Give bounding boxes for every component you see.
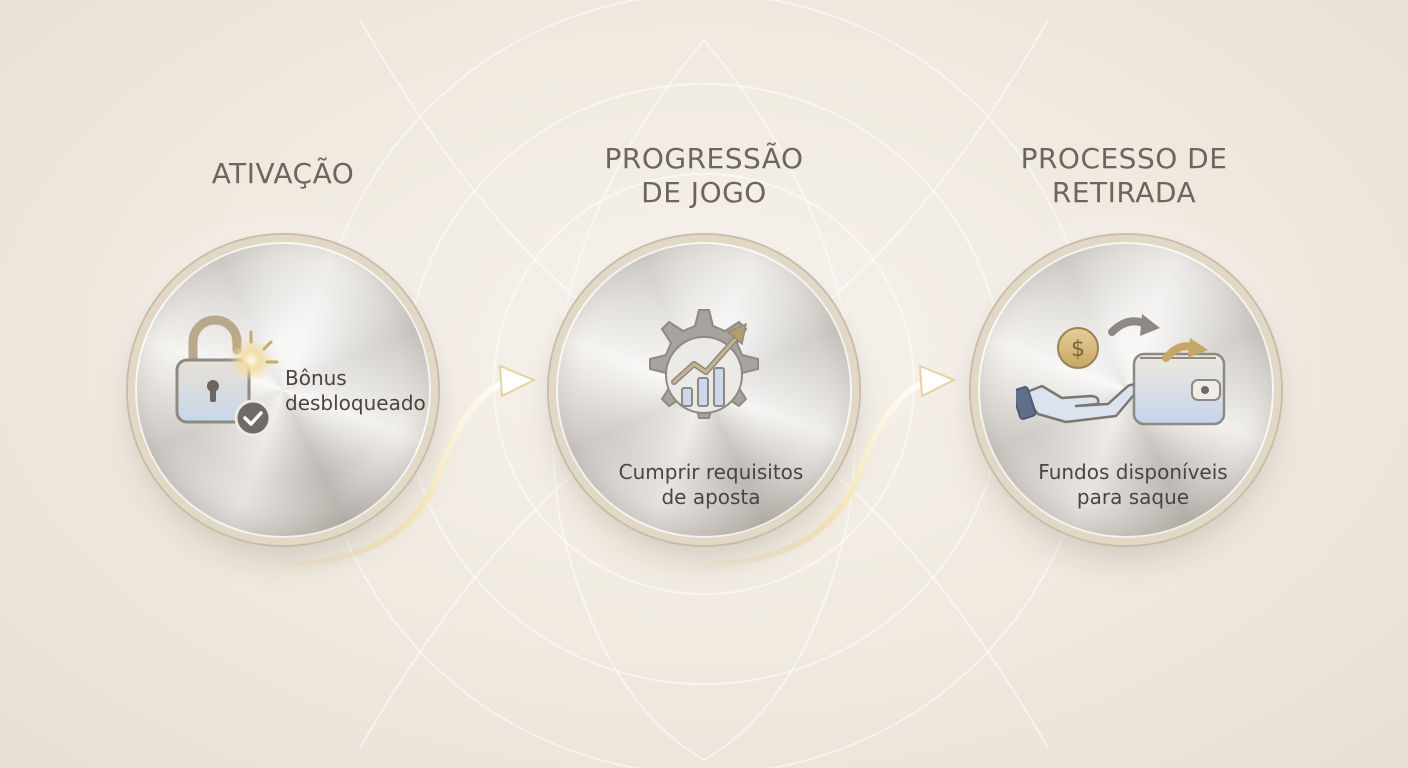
step-caption-game-progression: Cumprir requisitos de aposta — [618, 460, 804, 509]
step-title-withdrawal: PROCESSO DE RETIRADA — [1020, 142, 1228, 209]
step-caption-withdrawal: Fundos disponíveis para saque — [1038, 460, 1228, 509]
step-disc-activation: Bônus desbloqueado — [128, 235, 438, 545]
gear-growth-chart-icon — [649, 309, 759, 419]
step-disc-withdrawal: $ Fundos disponíveis para saque — [971, 235, 1281, 545]
unlocked-padlock-check-icon — [175, 315, 279, 437]
step-disc-game-progression: Cumprir requisitos de aposta — [549, 235, 859, 545]
hand-coin-wallet-icon: $ — [1016, 314, 1226, 426]
step-title-activation: ATIVAÇÃO — [211, 157, 355, 190]
step-title-game-progression: PROGRESSÃO DE JOGO — [604, 142, 804, 209]
svg-text:$: $ — [1071, 337, 1085, 362]
step-caption-activation: Bônus desbloqueado — [285, 366, 426, 415]
